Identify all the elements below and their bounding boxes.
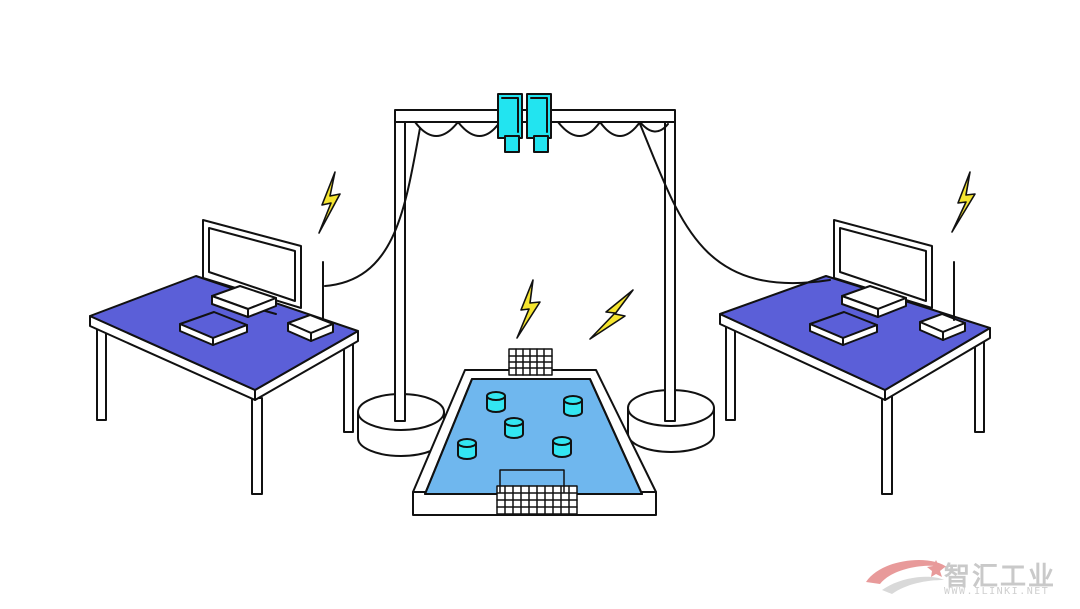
- goal-top: [508, 348, 553, 376]
- watermark-brand: 智汇工业: [944, 562, 1057, 592]
- right-keyboard: [809, 311, 878, 346]
- lightning-bolt-icon: [951, 171, 976, 233]
- robot-icon: [563, 395, 583, 417]
- lightning-bolt-icon: [516, 279, 541, 339]
- robot-group: [457, 391, 583, 460]
- overhead-camera-icon: [497, 93, 552, 153]
- robot-icon: [504, 417, 524, 439]
- goal-bottom: [496, 485, 578, 515]
- gantry-base-left: [357, 393, 445, 457]
- soccer-field: [412, 348, 657, 516]
- lightning-bolt-icon: [318, 171, 341, 234]
- watermark-url: WWW.ILINKI.NET: [944, 586, 1050, 597]
- cable-right: [639, 123, 831, 285]
- left-radio-transmitter: [287, 261, 334, 342]
- left-keyboard: [179, 311, 248, 346]
- right-radio-transmitter: [919, 261, 966, 341]
- left-desk: [89, 219, 359, 495]
- robot-icon: [486, 391, 506, 413]
- robot-icon: [552, 436, 572, 458]
- robot-icon: [457, 438, 477, 460]
- cable-left: [324, 127, 421, 287]
- right-desk: [719, 219, 991, 495]
- left-monitor-icon: [202, 219, 302, 318]
- right-monitor-icon: [833, 219, 933, 318]
- lightning-bolt-icon: [589, 289, 634, 340]
- watermark-swoosh-icon: [866, 559, 948, 594]
